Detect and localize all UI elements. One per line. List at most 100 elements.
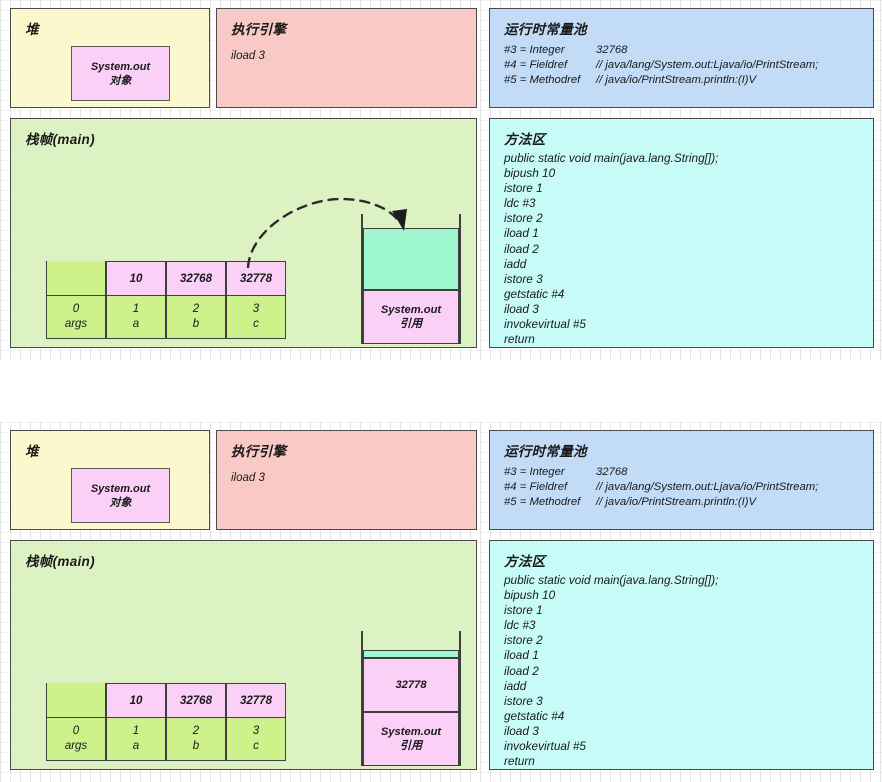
local-variable-index: 0 — [72, 725, 80, 737]
method-area-title: 方法区 — [504, 554, 546, 569]
heap-object-line2: 对象 — [109, 74, 132, 87]
constant-pool-value: // java/io/PrintStream.println:(I)V — [596, 74, 757, 86]
local-variable-label: 0 args — [46, 295, 106, 339]
heap-object-line2: 对象 — [109, 496, 132, 509]
local-variable-index: 1 — [132, 725, 140, 737]
constant-pool-key: #5 = Methodref — [504, 74, 581, 86]
local-variable-index: 1 — [132, 303, 140, 315]
bytecode-line: iadd — [504, 678, 527, 693]
bytecode-line: iload 2 — [504, 241, 539, 256]
jvm-diagram-2: 堆 System.out 对象 执行引擎 iload 3 运行时常量池 #3 =… — [0, 422, 882, 782]
local-variable-name: b — [192, 740, 200, 752]
runtime-constant-pool-panel: 运行时常量池 #3 = Integer 32768 #4 = Fieldref … — [489, 8, 874, 108]
heap-object-box: System.out 对象 — [71, 46, 170, 101]
constant-pool-entry: #4 = Fieldref // java/lang/System.out:Lj… — [504, 58, 818, 73]
heap-title: 堆 — [25, 22, 39, 37]
local-variable-slot: 32768 2 b — [166, 261, 226, 339]
method-area-title: 方法区 — [504, 132, 546, 147]
heap-panel: 堆 System.out 对象 — [10, 430, 210, 530]
bytecode-line: bipush 10 — [504, 166, 556, 181]
bytecode-listing: public static void main(java.lang.String… — [504, 573, 718, 769]
bytecode-line: invokevirtual #5 — [504, 317, 586, 332]
local-variable-index: 0 — [72, 303, 80, 315]
local-variable-name: a — [132, 318, 140, 330]
bytecode-line: return — [504, 332, 535, 347]
execution-engine-panel: 执行引擎 iload 3 — [216, 8, 477, 108]
local-variable-value — [46, 683, 106, 717]
bytecode-line: iload 2 — [504, 663, 539, 678]
operand-stack-left-wall — [361, 214, 363, 344]
constant-pool-entry: #5 = Methodref // java/io/PrintStream.pr… — [504, 73, 818, 88]
local-variable-name: args — [64, 740, 88, 752]
constant-pool-entry: #4 = Fieldref // java/lang/System.out:Lj… — [504, 480, 818, 495]
operand-stack-left-wall — [361, 631, 363, 766]
operand-stack-slot-line1: System.out — [380, 726, 442, 738]
local-variable-name: a — [132, 740, 140, 752]
runtime-constant-pool-title: 运行时常量池 — [504, 22, 587, 37]
method-area-panel: 方法区 public static void main(java.lang.St… — [489, 118, 874, 348]
runtime-constant-pool-panel: 运行时常量池 #3 = Integer 32768 #4 = Fieldref … — [489, 430, 874, 530]
current-instruction: iload 3 — [231, 50, 265, 62]
operand-stack-slot-line1: System.out — [380, 304, 442, 316]
heap-object-line1: System.out — [90, 482, 151, 495]
heap-object-box: System.out 对象 — [71, 468, 170, 523]
local-variable-index: 2 — [192, 725, 200, 737]
constant-pool-value: // java/lang/System.out:Ljava/io/PrintSt… — [596, 481, 819, 493]
operand-stack-slot — [363, 228, 459, 290]
constant-pool-value: 32768 — [596, 466, 628, 478]
constant-pool-key: #4 = Fieldref — [504, 481, 568, 493]
jvm-diagram-1: 堆 System.out 对象 执行引擎 iload 3 运行时常量池 #3 =… — [0, 0, 882, 360]
operand-stack-slot-line1: 32778 — [395, 679, 427, 691]
local-variable-value: 32768 — [166, 261, 226, 295]
constant-pool-entry: #3 = Integer 32768 — [504, 43, 818, 58]
runtime-constant-pool-title: 运行时常量池 — [504, 444, 587, 459]
bytecode-line: istore 1 — [504, 603, 543, 618]
constant-pool-entry: #3 = Integer 32768 — [504, 465, 818, 480]
stack-frame-title: 栈帧(main) — [25, 554, 95, 569]
bytecode-line: iload 3 — [504, 723, 539, 738]
bytecode-line: iload 3 — [504, 301, 539, 316]
local-variable-index: 2 — [192, 303, 200, 315]
constant-pool-key: #4 = Fieldref — [504, 59, 568, 71]
local-variable-value: 10 — [106, 261, 166, 295]
constant-pool-key: #3 = Integer — [504, 466, 565, 478]
constant-pool-entries: #3 = Integer 32768 #4 = Fieldref // java… — [504, 43, 818, 88]
bytecode-line: iadd — [504, 256, 527, 271]
local-variable-value: 10 — [106, 683, 166, 717]
bytecode-line: istore 3 — [504, 271, 543, 286]
constant-pool-key: #3 = Integer — [504, 44, 565, 56]
local-variable-label: 0 args — [46, 717, 106, 761]
bytecode-line: getstatic #4 — [504, 286, 565, 301]
stack-frame-title: 栈帧(main) — [25, 132, 95, 147]
local-variable-slot: 0 args — [46, 261, 106, 339]
local-variable-value: 32778 — [226, 261, 286, 295]
bytecode-line: invokevirtual #5 — [504, 739, 586, 754]
local-variable-name: args — [64, 318, 88, 330]
bytecode-line: iload 1 — [504, 226, 539, 241]
execution-engine-title: 执行引擎 — [231, 444, 287, 459]
bytecode-line: istore 1 — [504, 181, 543, 196]
local-variable-value: 32778 — [226, 683, 286, 717]
local-variable-name: c — [253, 740, 259, 752]
heap-title: 堆 — [25, 444, 39, 459]
constant-pool-value: // java/io/PrintStream.println:(I)V — [596, 496, 757, 508]
bytecode-line: istore 2 — [504, 211, 543, 226]
local-variable-value: 32768 — [166, 683, 226, 717]
bytecode-line: istore 2 — [504, 633, 543, 648]
local-variable-name: b — [192, 318, 200, 330]
operand-stack-right-wall — [459, 214, 461, 344]
bytecode-line: public static void main(java.lang.String… — [504, 151, 719, 165]
